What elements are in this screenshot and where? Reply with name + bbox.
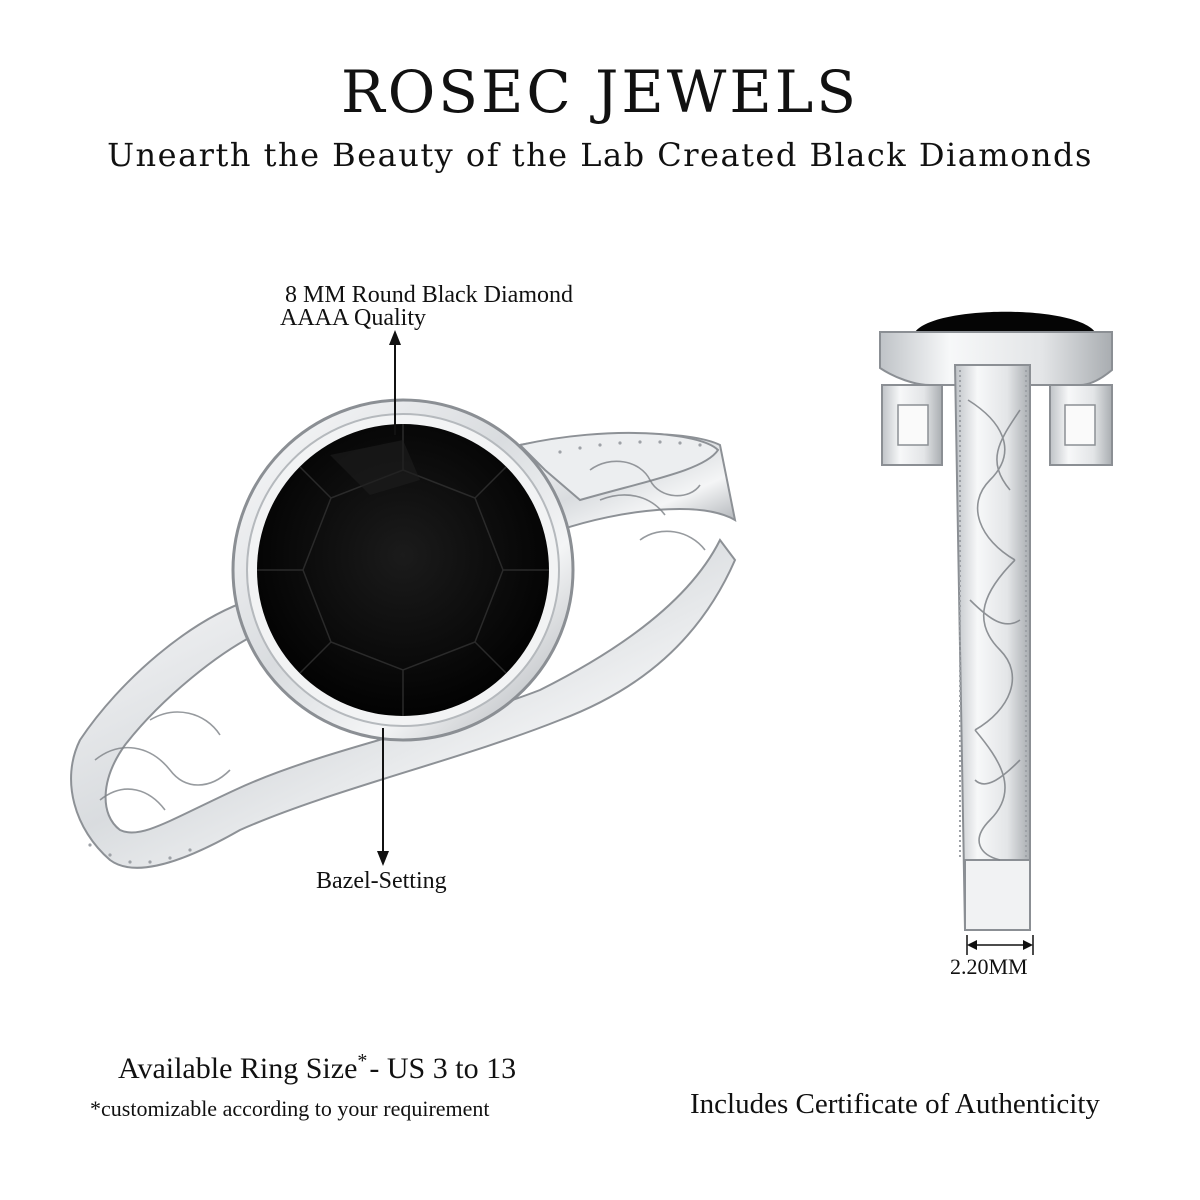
- setting-label: Bazel-Setting: [316, 868, 447, 894]
- ring-size-range: - US 3 to 13: [369, 1052, 517, 1085]
- customizable-note: *customizable according to your requirem…: [90, 1096, 490, 1121]
- ring-size-label: Available Ring Size: [118, 1052, 358, 1085]
- ring-size-asterisk: *: [357, 1050, 368, 1072]
- tagline: Unearth the Beauty of the Lab Created Bl…: [107, 136, 1093, 174]
- stone-label: 8 MM Round Black Diamond: [285, 282, 573, 308]
- ring-front-view: [70, 330, 737, 869]
- ring-side-view: [879, 311, 1113, 955]
- stone-facets: [257, 424, 549, 716]
- band-width-label: 2.20MM: [950, 954, 1028, 979]
- stone-quality-label: AAAA Quality: [280, 305, 426, 331]
- ring-size-info: Available Ring Size*- US 3 to 13: [118, 1050, 516, 1086]
- certificate-note: Includes Certificate of Authenticity: [690, 1088, 1100, 1120]
- brand-title: ROSEC JEWELS: [341, 58, 859, 126]
